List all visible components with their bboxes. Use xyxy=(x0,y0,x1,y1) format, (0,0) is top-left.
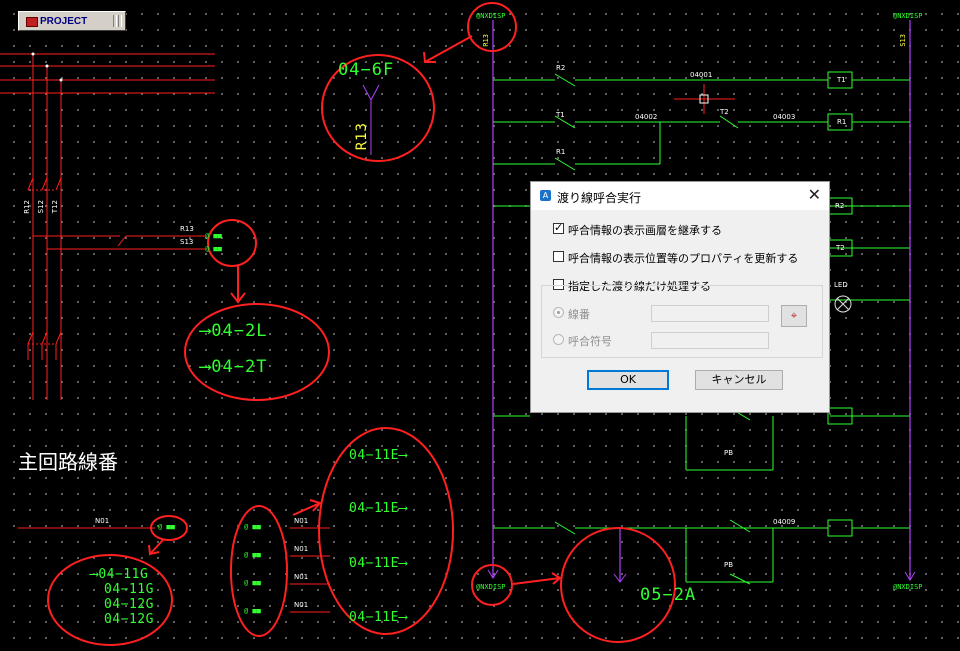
ref-mark: @ ■■ xyxy=(205,245,222,253)
wire-label-n01e: N01 xyxy=(294,601,309,609)
wire-number: 04009 xyxy=(773,518,796,526)
project-icon xyxy=(26,17,38,27)
main-circuit-heading: 主回路線番 xyxy=(18,450,118,474)
ref-mark: @ ■■ xyxy=(244,579,261,587)
callout-04-2l: ⟶04−2L xyxy=(200,321,268,341)
callout-04-11e-4: 04−11E⟶ xyxy=(349,610,408,625)
project-toolbar[interactable]: PROJECT xyxy=(18,11,126,31)
checkbox-icon[interactable] xyxy=(553,251,564,262)
ref-mark: @ ■■ xyxy=(244,551,261,559)
contact-label-t1: T1 xyxy=(556,111,565,119)
wire-label-r13: R13 xyxy=(180,225,194,233)
dialog-title: 渡り線呼合実行 xyxy=(557,191,642,205)
coil-label-led: LED xyxy=(834,281,848,289)
wire-number-field[interactable] xyxy=(651,305,769,322)
nxdisp-label: @NXDISP xyxy=(893,12,923,20)
wire-label-t12: T12 xyxy=(51,200,59,214)
pick-icon: ⌖ xyxy=(790,309,798,322)
breaker-symbols xyxy=(27,170,62,360)
wire-label-r12: R12 xyxy=(23,200,31,214)
inherit-layer-label: 呼合情報の表示画層を継承する xyxy=(568,224,722,237)
coil-label-t1: T1 xyxy=(837,76,846,84)
callout-04-11e-2: 04−11E⟶ xyxy=(349,501,408,516)
dialog-titlebar[interactable]: A 渡り線呼合実行 ✕ xyxy=(531,182,829,210)
contact-label-pb2: PB xyxy=(724,561,734,569)
wire-label-n01: N01 xyxy=(95,517,110,525)
coil-label-r2: R2 xyxy=(835,202,845,210)
ref-mark: @ ■■ xyxy=(244,523,261,531)
ref-mark: @ ■■ xyxy=(158,523,175,531)
control-rungs xyxy=(493,71,910,585)
callout-04-12g: 04−12G xyxy=(104,597,154,612)
callout-wire-r13: R13 xyxy=(354,122,370,151)
crossover-call-dialog: A 渡り線呼合実行 ✕ 呼合情報の表示画層を継承する 呼合情報の表示位置等のプロ… xyxy=(530,181,830,413)
wire-label-r13-top: R13 xyxy=(482,34,490,47)
option-group xyxy=(541,285,823,358)
close-icon[interactable]: ✕ xyxy=(807,185,821,204)
callout-05-2a: 05−2A xyxy=(640,585,697,605)
callout-04-11e-3: 04−11E⟶ xyxy=(349,556,408,571)
pick-cursor-button[interactable]: ⌖ xyxy=(781,305,807,327)
checkbox-checked-icon[interactable] xyxy=(553,221,564,234)
coil-label-r1: R1 xyxy=(837,118,847,126)
cancel-button[interactable]: キャンセル xyxy=(695,370,783,390)
call-code-field[interactable] xyxy=(651,332,769,349)
wire-label-n01c: N01 xyxy=(294,545,309,553)
contact-label-t2: T2 xyxy=(720,108,729,116)
project-label: PROJECT xyxy=(40,16,88,27)
ref-mark: @ ■■ xyxy=(205,232,222,240)
ref-mark: @ ■■ xyxy=(244,607,261,615)
annotation-circles xyxy=(47,2,676,646)
wire-label-n01b: N01 xyxy=(294,517,309,525)
nxdisp-label: @NXDISP xyxy=(893,583,923,591)
checkbox-icon[interactable] xyxy=(553,279,564,290)
radio-icon[interactable] xyxy=(553,334,564,345)
wire-number: 04001 xyxy=(690,71,713,79)
crosshair-cursor-icon xyxy=(674,84,735,114)
nxdisp-label: @NXDISP xyxy=(476,583,506,591)
wire-label-n01d: N01 xyxy=(294,573,309,581)
toolbar-grip[interactable] xyxy=(113,15,117,27)
callout-04-12g-2: 04−12G xyxy=(104,612,154,627)
main-circuit-wires xyxy=(0,53,330,613)
contact-label-pb1: PB xyxy=(724,449,734,457)
wire-number: 04003 xyxy=(773,113,796,121)
callout-04-11g: ⟶04−11G xyxy=(90,567,149,582)
callout-04-6f: 04−6F xyxy=(338,60,395,80)
wire-label-s12: S12 xyxy=(37,200,45,214)
radio-selected-icon[interactable] xyxy=(553,307,564,318)
app-icon: A xyxy=(540,190,551,201)
toolbar-grip-2[interactable] xyxy=(118,15,122,27)
specified-only-label: 指定した渡り線だけ処理する xyxy=(568,280,711,293)
nxdisp-label: @NXDISP xyxy=(476,12,506,20)
callout-04-11g-2: 04−11G xyxy=(104,582,154,597)
contact-label-r1: R1 xyxy=(556,148,566,156)
coil-label-t2: T2 xyxy=(836,244,845,252)
wire-label-s13-top: S13 xyxy=(899,34,907,47)
callout-04-2t: ⟶04−2T xyxy=(200,357,268,377)
wire-label-s13: S13 xyxy=(180,238,194,246)
wire-number: 04002 xyxy=(635,113,658,121)
call-code-label: 呼合符号 xyxy=(568,335,612,348)
wire-number-label: 線番 xyxy=(568,308,590,321)
contact-label-r2: R2 xyxy=(556,64,566,72)
callout-04-11e: 04−11E⟶ xyxy=(349,448,408,463)
update-properties-label: 呼合情報の表示位置等のプロパティを更新する xyxy=(568,252,799,265)
ok-button[interactable]: OK xyxy=(587,370,669,390)
